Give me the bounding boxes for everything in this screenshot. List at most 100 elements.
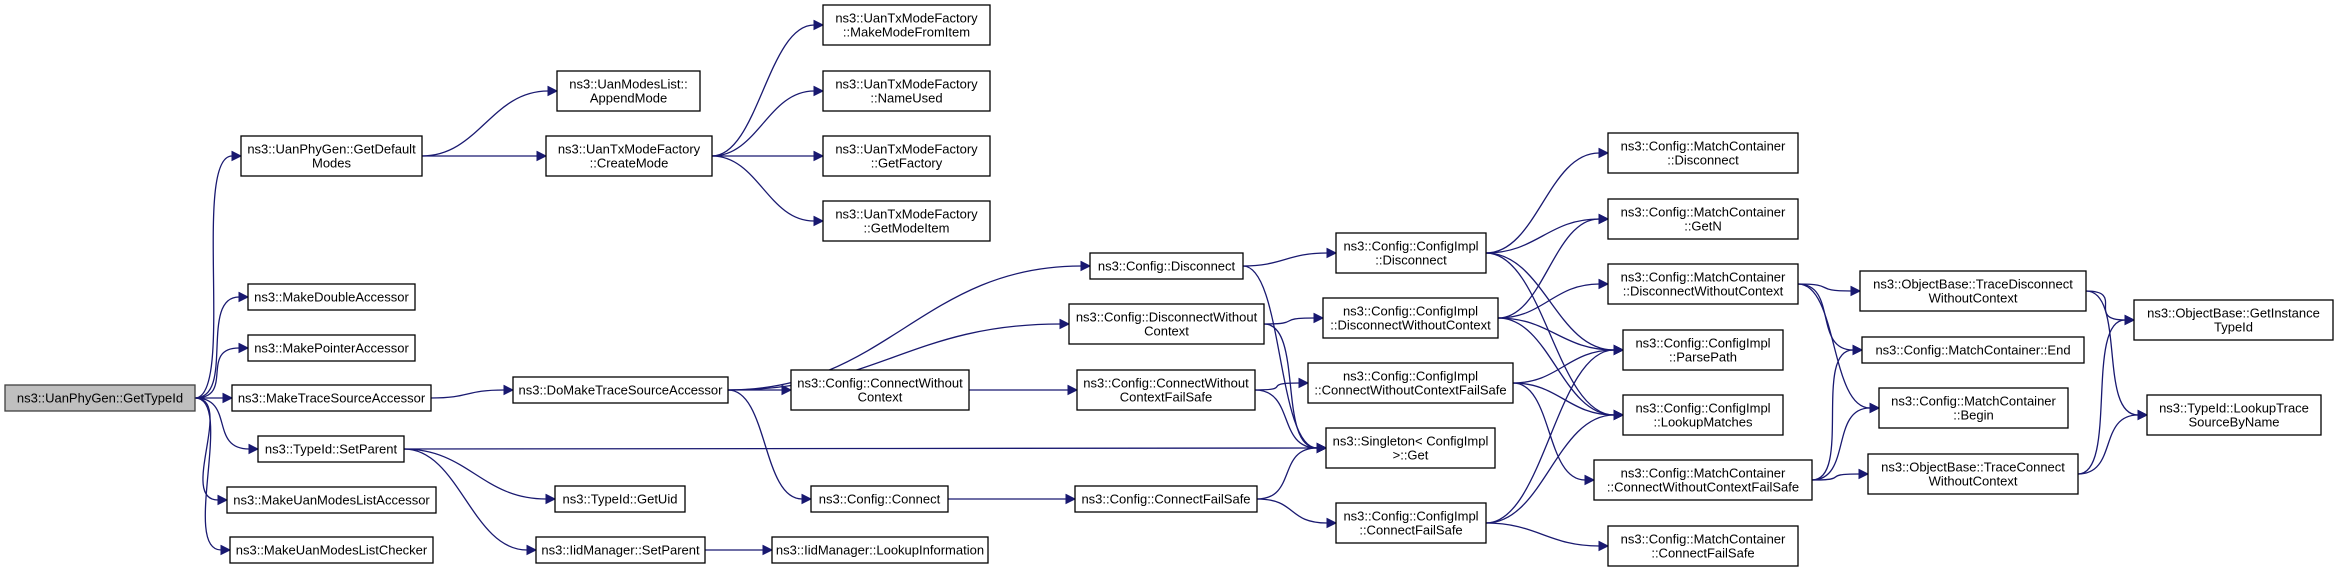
arrowhead-icon [220, 544, 232, 556]
node-root[interactable]: ns3::UanPhyGen::GetTypeId [4, 384, 196, 412]
edge-impl-connect-fail-safe-to-impl-lookup-matches [1485, 409, 1625, 524]
node-append-mode[interactable]: ns3::UanModesList::AppendMode [556, 70, 701, 112]
node-impl-parse-path[interactable]: ns3::Config::ConfigImpl::ParsePath [1622, 329, 1784, 371]
node-make-uan-modes-list-checker[interactable]: ns3::MakeUanModesListChecker [229, 536, 434, 564]
edge-line [711, 24, 815, 157]
arrowhead-icon [1326, 247, 1338, 259]
node-impl-lookup-matches[interactable]: ns3::Config::ConfigImpl::LookupMatches [1622, 394, 1784, 436]
node-make-pointer-accessor[interactable]: ns3::MakePointerAccessor [247, 334, 416, 362]
arrowhead-icon [1067, 384, 1079, 396]
edge-mc-connect-without-context-fail-safe-to-mc-begin [1811, 402, 1881, 481]
node-mc-begin[interactable]: ns3::Config::MatchContainer::Begin [1878, 387, 2069, 429]
node-box [1335, 232, 1487, 274]
nodes-layer: ns3::UanPhyGen::GetTypeId ns3::UanPhyGen:… [4, 4, 2334, 567]
node-box [1878, 387, 2069, 429]
node-mc-connect-fail-safe[interactable]: ns3::Config::MatchContainer::ConnectFail… [1607, 525, 1799, 567]
edge-line [1263, 317, 1315, 325]
edge-line [711, 90, 815, 157]
node-make-double-accessor[interactable]: ns3::MakeDoubleAccessor [247, 283, 416, 311]
node-box [556, 70, 701, 112]
node-trace-disconnect-without-context[interactable]: ns3::ObjectBase::TraceDisconnectWithoutC… [1859, 270, 2087, 312]
node-do-make-trace-source-accessor[interactable]: ns3::DoMakeTraceSourceAccessor [512, 376, 729, 404]
edge-line [1497, 317, 1615, 351]
node-impl-disconnect[interactable]: ns3::Config::ConfigImpl::Disconnect [1335, 232, 1487, 274]
edge-impl-disconnect-to-impl-parse-path [1485, 252, 1625, 356]
edge-line [194, 397, 250, 450]
node-box [1607, 263, 1799, 305]
arrowhead-icon [1598, 213, 1610, 225]
node-mc-connect-without-context-fail-safe[interactable]: ns3::Config::MatchContainer::ConnectWith… [1593, 459, 1813, 501]
node-singleton-get[interactable]: ns3::Singleton< ConfigImpl>::Get [1325, 427, 1496, 469]
edge-line [403, 448, 528, 551]
node-box [1607, 132, 1799, 174]
edge-trace-connect-without-context-to-get-instance-type-id [2077, 314, 2136, 475]
node-label: ::DisconnectWithoutContext [1330, 318, 1491, 333]
node-box [1076, 369, 1256, 411]
node-box [1325, 427, 1496, 469]
node-box [1074, 485, 1258, 513]
node-label: ::ConnectWithoutContextFailSafe [1314, 383, 1506, 398]
node-label: ns3::Config::MatchContainer [1891, 394, 2056, 409]
arrowhead-icon [1598, 147, 1610, 159]
node-box [1322, 297, 1499, 339]
node-make-uan-modes-list-accessor[interactable]: ns3::MakeUanModesListAccessor [226, 486, 437, 514]
edge-config-connect-without-context-to-config-connect-without-context-fail-safe [969, 384, 1079, 396]
edge-impl-disconnect-without-context-to-mc-get-n [1497, 213, 1610, 319]
arrowhead-icon [762, 544, 774, 556]
node-mc-disconnect-without-context[interactable]: ns3::Config::MatchContainer::DisconnectW… [1607, 263, 1799, 305]
edge-mc-disconnect-without-context-to-trace-disconnect-without-context [1797, 283, 1862, 297]
node-name-used[interactable]: ns3::UanTxModeFactory::NameUsed [822, 70, 991, 112]
node-mc-end[interactable]: ns3::Config::MatchContainer::End [1861, 336, 2085, 364]
node-impl-disconnect-without-context[interactable]: ns3::Config::ConfigImpl::DisconnectWitho… [1322, 297, 1499, 339]
node-label: ::Begin [1953, 408, 1993, 423]
edge-config-connect-fail-safe-to-impl-connect-fail-safe [1256, 498, 1338, 529]
edge-line [1242, 252, 1328, 267]
edge-line [1512, 382, 1615, 416]
node-box [810, 485, 949, 513]
node-config-connect-without-context[interactable]: ns3::Config::ConnectWithoutContext [790, 369, 970, 411]
edge-config-disconnect-without-context-to-impl-disconnect-without-context [1263, 312, 1325, 325]
node-mc-get-n[interactable]: ns3::Config::MatchContainer::GetN [1607, 198, 1799, 240]
node-label: ::DisconnectWithoutContext [1623, 284, 1784, 299]
arrowhead-icon [503, 384, 515, 396]
edge-line [727, 265, 1082, 391]
node-create-mode[interactable]: ns3::UanTxModeFactory::CreateMode [545, 135, 713, 177]
node-get-uid[interactable]: ns3::TypeId::GetUid [554, 485, 686, 513]
node-config-connect-fail-safe[interactable]: ns3::Config::ConnectFailSafe [1074, 485, 1258, 513]
edge-config-connect-without-context-fail-safe-to-impl-connect-without-context-fail-safe [1254, 377, 1310, 391]
node-trace-connect-without-context[interactable]: ns3::ObjectBase::TraceConnectWithoutCont… [1867, 453, 2079, 495]
edge-line [1797, 283, 1852, 292]
node-make-mode-from-item[interactable]: ns3::UanTxModeFactory::MakeModeFromItem [822, 4, 991, 46]
node-box [1593, 459, 1813, 501]
node-impl-connect-fail-safe[interactable]: ns3::Config::ConfigImpl::ConnectFailSafe [1335, 502, 1487, 544]
node-type-id-set-parent[interactable]: ns3::TypeId::SetParent [257, 435, 405, 463]
edge-line [711, 155, 815, 222]
arrowhead-icon [238, 291, 250, 303]
node-config-connect-without-context-fail-safe[interactable]: ns3::Config::ConnectWithoutContextFailSa… [1076, 369, 1256, 411]
node-box [1068, 303, 1265, 345]
node-get-factory[interactable]: ns3::UanTxModeFactory::GetFactory [822, 135, 991, 177]
node-label: Context [1144, 324, 1189, 339]
node-label: ns3::Config::Disconnect [1098, 259, 1236, 274]
edge-line [1485, 218, 1600, 254]
node-lookup-information[interactable]: ns3::IidManager::LookupInformation [771, 536, 989, 564]
arrowhead-icon [1059, 318, 1071, 330]
node-mc-disconnect[interactable]: ns3::Config::MatchContainer::Disconnect [1607, 132, 1799, 174]
node-box [1607, 525, 1799, 567]
node-impl-connect-without-context-fail-safe[interactable]: ns3::Config::ConfigImpl::ConnectWithoutC… [1307, 362, 1514, 404]
node-config-disconnect[interactable]: ns3::Config::Disconnect [1089, 252, 1244, 280]
arrowhead-icon [1326, 517, 1338, 529]
node-label: ns3::Config::ConfigImpl [1635, 336, 1770, 351]
node-config-disconnect-without-context[interactable]: ns3::Config::DisconnectWithoutContext [1068, 303, 1265, 345]
node-label: ns3::UanModesList:: [569, 77, 688, 92]
node-get-mode-item[interactable]: ns3::UanTxModeFactory::GetModeItem [822, 200, 991, 242]
node-config-connect[interactable]: ns3::Config::Connect [810, 485, 949, 513]
node-box [1867, 453, 2079, 495]
node-make-trace-source-accessor[interactable]: ns3::MakeTraceSourceAccessor [231, 384, 432, 412]
edge-line [194, 397, 219, 501]
node-iid-set-parent[interactable]: ns3::IidManager::SetParent [535, 536, 706, 564]
edge-line [1497, 317, 1615, 416]
